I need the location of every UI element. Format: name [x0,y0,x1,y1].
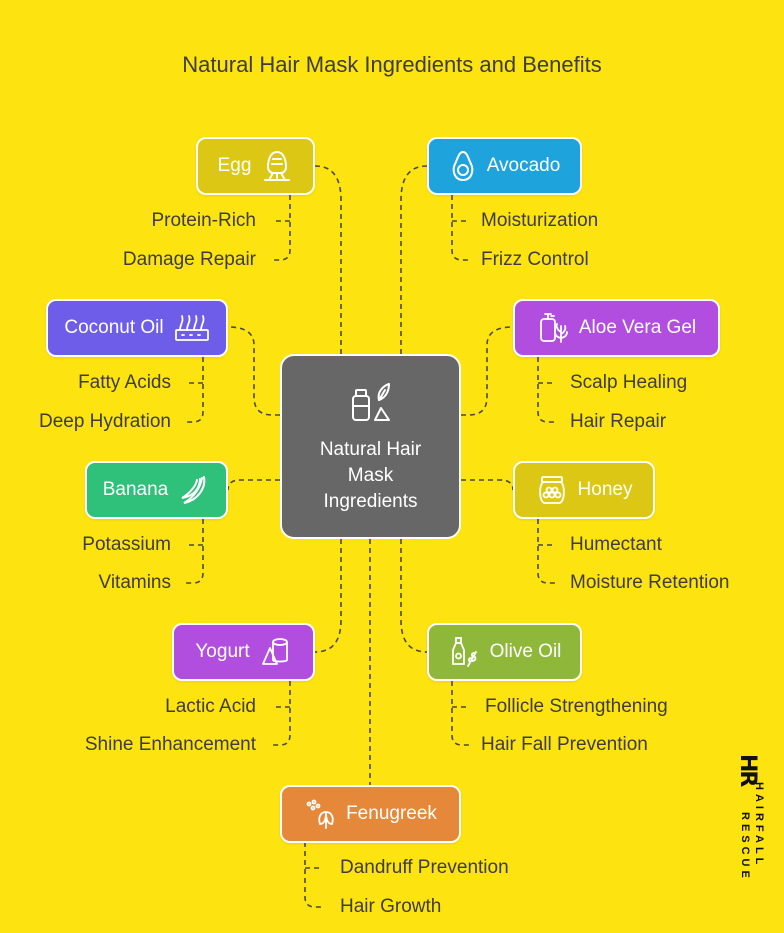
fenugreek-benefit-2: Hair Growth [340,896,442,917]
yogurt-benefit-1: Lactic Acid [165,696,256,717]
center-node: Natural Hair Mask Ingredients [280,354,461,539]
node-aloe-vera-gel: Aloe Vera Gel [513,299,720,357]
node-coconut-oil: Coconut Oil [46,299,228,357]
node-coconut-oil-label: Coconut Oil [64,317,164,338]
avocado-benefit-1: Moisturization [481,210,599,231]
node-egg-label: Egg [217,155,252,176]
aloe-bottle-icon [537,312,569,344]
olive-oil-benefit-1: Follicle Strengthening [485,696,668,717]
brand-logo-mark: HR [735,754,760,786]
brand-logo: HR HAIRFALL RESCUE [733,752,773,912]
hair-strands-icon [174,314,210,342]
node-olive-oil: Olive Oil [427,623,582,681]
avocado-benefit-2: Frizz Control [481,249,589,270]
yogurt-benefit-2: Shine Enhancement [84,734,256,755]
brand-logo-word-2: RESCUE [739,812,751,882]
node-banana: Banana [85,461,228,519]
egg-benefit-1: Protein-Rich [151,210,256,231]
node-honey-label: Honey [577,479,633,500]
fenugreek-benefit-1: Dandruff Prevention [340,857,509,878]
egg-icon [261,149,293,183]
node-honey: Honey [513,461,655,519]
aloe-vera-gel-benefit-2: Hair Repair [570,411,667,432]
honey-jar-icon [536,474,568,506]
aloe-vera-gel-benefit-1: Scalp Healing [570,372,688,393]
olive-oil-benefit-2: Hair Fall Prevention [481,734,648,755]
honey-benefit-2: Moisture Retention [570,572,730,593]
node-avocado: Avocado [427,137,582,195]
center-label: Natural Hair Mask Ingredients [319,439,422,512]
yogurt-cup-icon [260,636,292,668]
banana-benefit-1: Potassium [82,534,171,555]
bottles-leaf-icon [347,378,395,431]
banana-benefit-2: Vitamins [98,572,171,593]
page-title: Natural Hair Mask Ingredients and Benefi… [182,52,602,77]
fenugreek-seeds-icon [304,798,336,830]
avocado-icon [449,150,477,182]
egg-benefit-2: Damage Repair [122,249,256,270]
node-yogurt-label: Yogurt [195,641,250,662]
coconut-oil-benefit-1: Fatty Acids [78,372,171,393]
node-fenugreek: Fenugreek [280,785,461,843]
node-aloe-vera-gel-label: Aloe Vera Gel [578,317,697,338]
node-fenugreek-label: Fenugreek [346,803,437,824]
coconut-oil-benefit-2: Deep Hydration [38,411,171,432]
node-egg: Egg [196,137,315,195]
olive-oil-bottle-icon [448,636,480,668]
node-banana-label: Banana [102,479,169,500]
banana-icon [178,474,210,506]
node-olive-oil-label: Olive Oil [489,641,562,662]
node-avocado-label: Avocado [486,155,561,176]
brand-logo-word-1: HAIRFALL [753,782,765,869]
honey-benefit-1: Humectant [570,534,662,555]
node-yogurt: Yogurt [172,623,315,681]
